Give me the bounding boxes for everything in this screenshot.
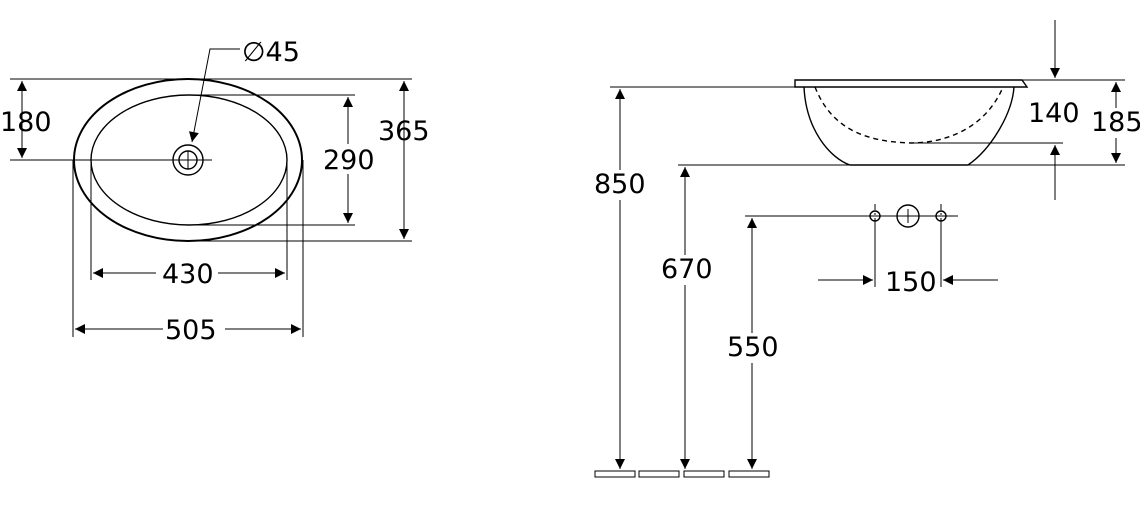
dim-850-label: 850 xyxy=(594,169,646,200)
dim-505-label: 505 xyxy=(165,315,217,346)
hole-diameter-label: ∅45 xyxy=(242,37,300,68)
basin-bowl-profile xyxy=(803,86,1015,166)
plan-view: ∅45 180 365 290 430 505 xyxy=(0,37,430,346)
dim-670-label: 670 xyxy=(661,254,713,285)
side-view: 850 670 550 150 140 185 xyxy=(592,20,1140,478)
dim-180-label: 180 xyxy=(0,107,52,138)
dim-185-label: 185 xyxy=(1091,107,1140,138)
dim-430-label: 430 xyxy=(162,259,214,290)
basin-rim-profile xyxy=(794,79,1029,88)
dim-140-label: 140 xyxy=(1028,98,1080,129)
floor-line xyxy=(594,470,770,478)
dim-290-label: 290 xyxy=(323,145,375,176)
dim-550-label: 550 xyxy=(727,332,779,363)
dim-365-label: 365 xyxy=(378,116,430,147)
tap-holes xyxy=(862,204,958,228)
dim-150-label: 150 xyxy=(885,267,937,298)
basin-inner-dashed xyxy=(814,86,1004,144)
